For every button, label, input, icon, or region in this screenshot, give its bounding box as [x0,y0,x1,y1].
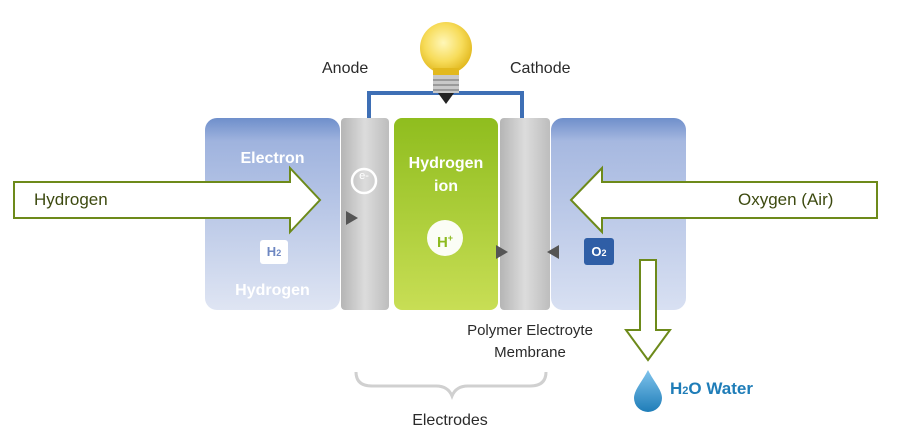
water-prefix: H [670,379,683,398]
electron-circle [350,167,378,195]
water-output-arrow [624,259,672,362]
hydrogen-chamber-label: Hydrogen [235,282,310,299]
electron-label: Electron [240,150,305,167]
hplus-symbol: H [436,234,448,251]
hydrogen-ion-label-line2: ion [434,178,458,195]
proton-flow-arrowhead [496,245,508,259]
electrodes-label: Electrodes [412,412,488,429]
electron-symbol: e- [359,170,369,182]
light-bulb-icon [420,22,472,104]
hydrogen-ion-label-line1: Hydrogen [408,155,484,172]
membrane-label-line2: Membrane [494,344,566,361]
oxygen-flow-arrowhead [547,245,559,259]
polymer-membrane [394,118,498,310]
electrodes-brace [354,371,548,401]
membrane-label-line1: Polymer Electroyte [467,322,593,339]
anode-label: Anode [322,60,369,77]
h2-badge: H2 [260,240,288,264]
cathode-label: Cathode [510,60,571,77]
hydrogen-ion-circle [427,220,463,256]
hydrogen-input-label: Hydrogen [34,190,108,209]
h2-symbol: H [266,244,277,259]
o2-subscript: 2 [601,248,607,258]
hydrogen-input-arrow [13,165,322,235]
water-label: H2O Water [670,379,753,399]
o2-badge: O2 [584,238,614,265]
hplus-superscript: + [447,233,454,243]
anode-electrode [341,118,389,310]
oxygen-input-arrow [569,165,878,235]
oxygen-input-label: Oxygen (Air) [738,190,834,209]
hplus-badge: H+ [427,220,463,256]
membrane-label: Polymer Electroyte Membrane [430,320,630,364]
water-drop-icon [634,370,662,412]
hydrogen-ion-label: Hydrogen ion [395,152,497,198]
electron-flow-arrowhead [346,211,358,225]
water-suffix: O Water [688,379,753,398]
o2-symbol: O [591,244,602,259]
water-subscript: 2 [682,385,689,397]
cathode-electrode [500,118,550,310]
h2-subscript: 2 [276,248,282,258]
